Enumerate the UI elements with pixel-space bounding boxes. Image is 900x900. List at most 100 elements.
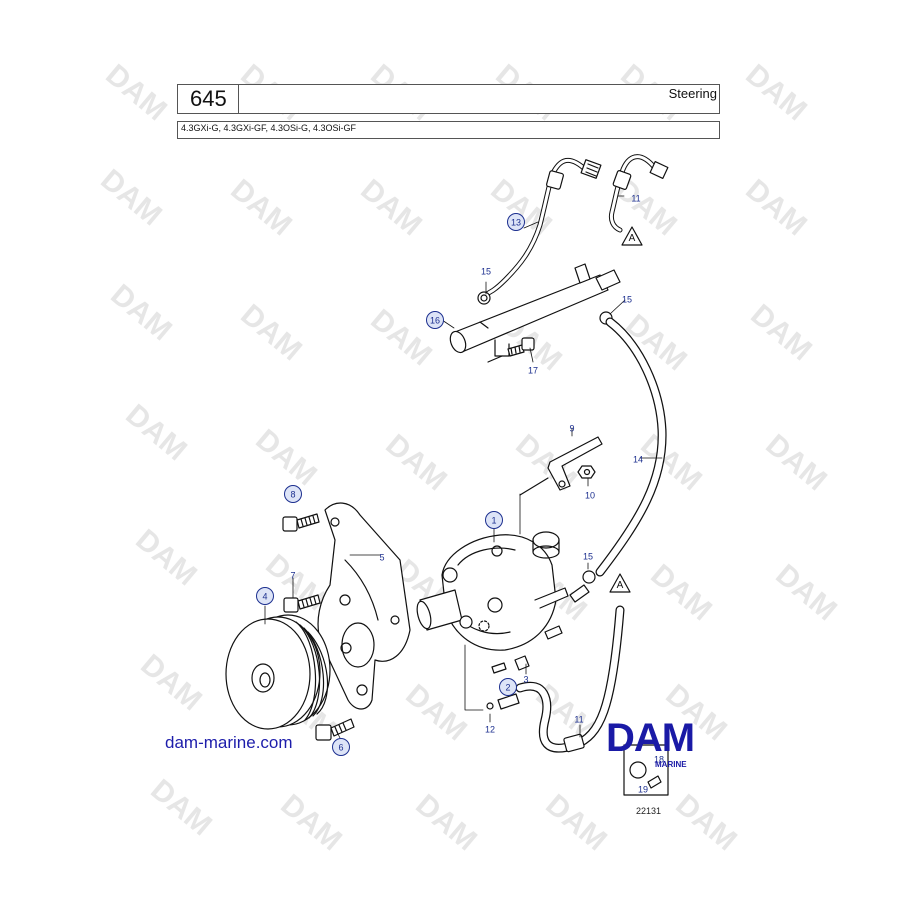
callout-label: 18 bbox=[654, 755, 664, 765]
callout-2: 2 bbox=[499, 678, 517, 696]
callout-9: 9 bbox=[569, 424, 574, 434]
watermark-text: DAM bbox=[739, 58, 813, 127]
callout-label: 19 bbox=[638, 785, 648, 795]
models-bar: 4.3GXi-G, 4.3GXi-GF, 4.3OSi-G, 4.3OSi-GF bbox=[177, 121, 720, 139]
callout-circle bbox=[256, 587, 274, 605]
watermark-text: DAM bbox=[94, 163, 168, 232]
watermark-text: DAM bbox=[364, 303, 438, 372]
logo-subtitle: MARINE bbox=[655, 760, 687, 769]
connection-marker-a: A bbox=[617, 580, 624, 591]
watermark-text: DAM bbox=[104, 278, 178, 347]
model-list: 4.3GXi-G, 4.3GXi-GF, 4.3OSi-G, 4.3OSi-GF bbox=[181, 123, 357, 133]
callout-5: 5 bbox=[379, 553, 384, 563]
fitting-3 bbox=[491, 655, 530, 674]
watermark-text: DAM bbox=[539, 788, 613, 857]
callout-11: 11 bbox=[631, 194, 640, 204]
watermark-text: DAM bbox=[399, 678, 473, 747]
callout-circle bbox=[426, 311, 444, 329]
callout-18: 18 bbox=[654, 755, 664, 765]
callout-1: 1 bbox=[485, 511, 503, 529]
callout-label: 2 bbox=[505, 683, 510, 693]
callout-17: 17 bbox=[528, 366, 538, 376]
callout-13: 13 bbox=[507, 213, 525, 231]
watermark-text: DAM bbox=[739, 173, 813, 242]
bracket-5 bbox=[317, 502, 411, 710]
hose-14 bbox=[595, 317, 667, 577]
callout-7: 7 bbox=[290, 571, 295, 581]
callout-6: 6 bbox=[332, 738, 350, 756]
callout-circle bbox=[485, 511, 503, 529]
site-url-text: dam-marine.com bbox=[165, 733, 293, 752]
callout-15: 15 bbox=[622, 295, 632, 305]
figure-number: 22131 bbox=[636, 806, 662, 816]
page-number: 645 bbox=[190, 86, 227, 111]
callout-16: 16 bbox=[426, 311, 444, 329]
clamp-15-lower bbox=[582, 570, 596, 584]
clamp-inset bbox=[623, 744, 669, 796]
callout-15: 15 bbox=[583, 552, 593, 562]
callout-label: 14 bbox=[633, 455, 643, 465]
watermark-text: DAM bbox=[759, 428, 833, 497]
callout-label: 9 bbox=[569, 424, 574, 434]
watermark-text: DAM bbox=[274, 788, 348, 857]
callout-8: 8 bbox=[284, 485, 302, 503]
page-number-cell: 645 bbox=[178, 85, 239, 113]
watermark-text: DAM bbox=[669, 788, 743, 857]
callout-12: 12 bbox=[485, 725, 495, 735]
watermark-text: DAM bbox=[129, 523, 203, 592]
watermark-text: DAM bbox=[144, 773, 218, 842]
bracket-9 bbox=[519, 436, 603, 496]
bolt-7 bbox=[283, 594, 321, 613]
callout-circle bbox=[284, 485, 302, 503]
header-bar: 645 Steering bbox=[177, 84, 720, 114]
callout-label: 11 bbox=[631, 194, 640, 204]
callout-circle bbox=[499, 678, 517, 696]
callout-label: 13 bbox=[511, 218, 521, 228]
watermark-text: DAM bbox=[354, 173, 428, 242]
callout-14: 14 bbox=[633, 455, 643, 465]
callout-circle bbox=[332, 738, 350, 756]
callout-label: 7 bbox=[290, 571, 295, 581]
watermark-text: DAM bbox=[249, 423, 323, 492]
callout-label: 8 bbox=[290, 490, 295, 500]
watermark-text: DAM bbox=[134, 648, 208, 717]
callout-label: 15 bbox=[622, 295, 632, 305]
watermark-text: DAM bbox=[509, 428, 583, 497]
callout-11: 11 bbox=[574, 715, 583, 725]
callout-label: 12 bbox=[485, 725, 495, 735]
watermark-text: DAM bbox=[224, 173, 298, 242]
hose-11-upper bbox=[608, 154, 669, 246]
watermark-text: DAM bbox=[634, 428, 708, 497]
watermark-text: DAM bbox=[644, 558, 718, 627]
connection-marker-a: A bbox=[629, 233, 636, 244]
callout-label: 3 bbox=[523, 675, 528, 685]
callout-label: 15 bbox=[481, 267, 491, 277]
page-title: Steering bbox=[668, 86, 717, 101]
hose-13 bbox=[479, 158, 602, 299]
watermark-text: DAM bbox=[769, 558, 843, 627]
nut-10 bbox=[577, 465, 596, 479]
hose-11-lower bbox=[515, 573, 631, 753]
watermark-text: DAM bbox=[99, 58, 173, 127]
watermark-text: DAM bbox=[234, 298, 308, 367]
callout-label: 17 bbox=[528, 366, 538, 376]
bolt-17 bbox=[487, 337, 535, 363]
watermark-text: DAM bbox=[744, 298, 818, 367]
dam-marine-logo: DAM bbox=[606, 716, 695, 760]
callout-label: 4 bbox=[262, 592, 267, 602]
power-steering-pump-1 bbox=[416, 531, 569, 651]
fitting-2 bbox=[486, 693, 520, 710]
callout-label: 15 bbox=[583, 552, 593, 562]
callout-label: 16 bbox=[430, 316, 440, 326]
callout-circle bbox=[507, 213, 525, 231]
leader-lines bbox=[264, 195, 663, 739]
watermark-text: DAM bbox=[119, 398, 193, 467]
callout-label: 1 bbox=[491, 516, 496, 526]
callout-label: 11 bbox=[574, 715, 583, 725]
callout-3: 3 bbox=[523, 675, 528, 685]
callout-10: 10 bbox=[585, 491, 595, 501]
watermark-text: DAM bbox=[409, 788, 483, 857]
callout-label: 6 bbox=[338, 743, 343, 753]
cooler-tube-16 bbox=[449, 263, 621, 357]
